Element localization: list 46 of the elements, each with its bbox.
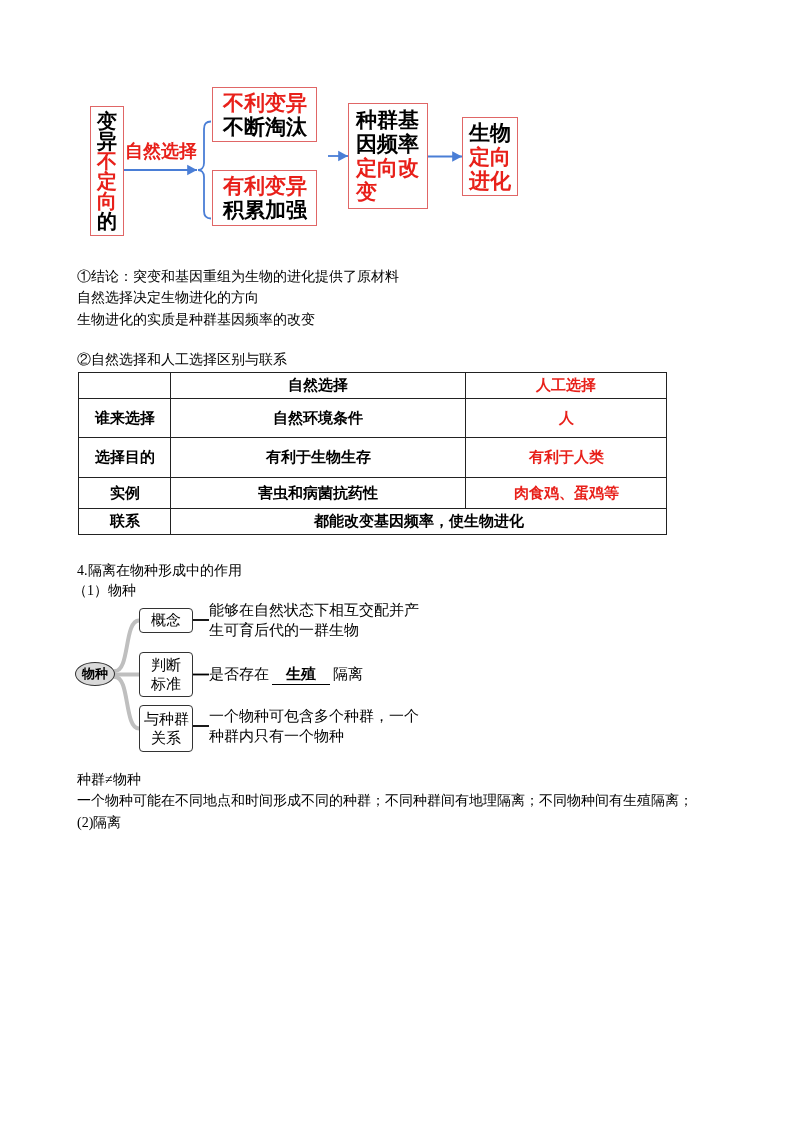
statement-text: 是否存在 — [209, 666, 269, 682]
curly-brace — [197, 120, 211, 220]
subsection-heading: （1）物种 — [73, 582, 136, 599]
arrow — [427, 151, 463, 162]
process-box: 不利变异 不断淘汰 — [212, 87, 317, 142]
column-header: 自然选择 — [170, 372, 466, 399]
row-header: 谁来选择 — [78, 398, 171, 438]
connector-line — [192, 725, 210, 727]
note-text: 种群≠物种 — [77, 771, 141, 788]
arrow — [327, 150, 349, 162]
connector-line — [192, 619, 210, 621]
row-header: 联系 — [78, 508, 171, 535]
term-box: 与种群关系 — [139, 705, 193, 752]
process-box: 变异 不定向 的 — [90, 106, 124, 236]
edge-label: 自然选择 — [124, 140, 197, 162]
connector-line — [113, 675, 141, 731]
row-header: 实例 — [78, 477, 171, 509]
description-text: 一个物种可包含多个种群，一个种群内只有一个物种 — [209, 706, 421, 746]
description-text: 能够在自然状态下相互交配并产生可育后代的一群生物 — [209, 600, 421, 640]
table-cell: 有利于人类 — [465, 437, 667, 478]
note-text: ①结论：突变和基因重组为生物的进化提供了原材料 — [77, 268, 399, 285]
row-header: 选择目的 — [78, 437, 171, 478]
note-text: 自然选择决定生物进化的方向 — [77, 289, 259, 306]
section-heading: ②自然选择和人工选择区别与联系 — [77, 351, 287, 368]
subsection-heading: (2)隔离 — [77, 814, 122, 831]
table-cell: 自然环境条件 — [170, 398, 466, 438]
statement-text: 隔离 — [333, 666, 363, 682]
note-text: 一个物种可能在不同地点和时间形成不同的种群；不同种群间有地理隔离；不同物种间有生殖隔离； — [77, 792, 693, 809]
arrow — [123, 164, 198, 176]
table-cell: 人 — [465, 398, 667, 438]
process-box: 种群基因频率 定向改变 — [348, 103, 428, 209]
table-cell: 害虫和病菌抗药性 — [170, 477, 466, 509]
process-box: 有利变异 积累加强 — [212, 170, 317, 226]
note-text: 生物进化的实质是种群基因频率的改变 — [77, 311, 315, 328]
table-cell: 都能改变基因频率，使生物进化 — [170, 508, 667, 535]
table-cell: 肉食鸡、蛋鸡等 — [465, 477, 667, 509]
term-box: 概念 — [139, 608, 193, 633]
section-heading: 4.隔离在物种形成中的作用 — [77, 562, 242, 579]
connector-line — [113, 618, 141, 673]
column-header: 人工选择 — [465, 372, 667, 399]
table-cell: 有利于生物生存 — [170, 437, 466, 478]
term-box: 判断标准 — [139, 652, 193, 697]
connector-line — [113, 672, 141, 677]
process-box: 生物 定向进化 — [462, 117, 518, 196]
fill-in-line: 生殖 — [272, 665, 330, 685]
topic-ellipse: 物种 — [75, 662, 115, 686]
